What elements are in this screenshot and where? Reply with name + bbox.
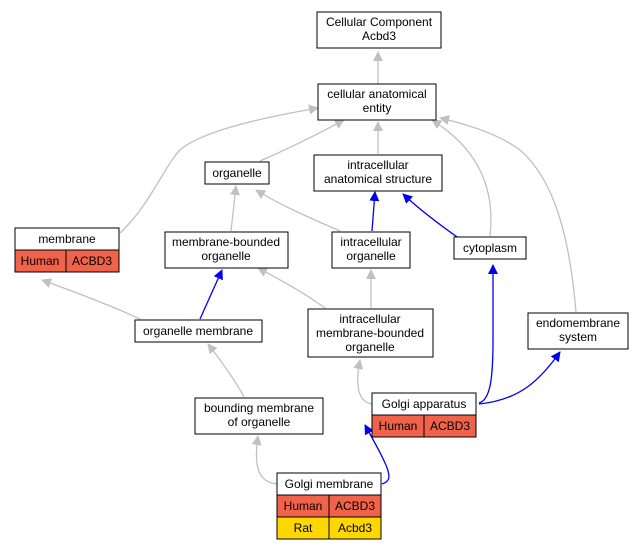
node-label: Golgi apparatus	[382, 397, 467, 411]
node-label: entity	[363, 101, 392, 115]
node-label: organelle	[345, 340, 395, 354]
node-label: membrane	[38, 232, 96, 246]
edge-io-to-organelle	[255, 189, 341, 232]
node-cellular-component-acbd3[interactable]: Cellular Component Acbd3	[316, 11, 442, 49]
node-intracellular-anatomical-structure[interactable]: intracellular anatomical structure	[313, 154, 443, 192]
annotation-gene: ACBD3	[335, 499, 375, 513]
node-label: cellular anatomical	[327, 87, 426, 101]
annotation-species: Human	[379, 419, 418, 433]
edge-mbo-to-organelle	[230, 185, 240, 232]
edge-gm-to-ga[interactable]	[364, 424, 390, 485]
annotation-gene: Acbd3	[338, 521, 372, 535]
node-golgi-apparatus[interactable]: Golgi apparatus Human ACBD3	[371, 392, 477, 438]
edge-es-to-cae	[439, 115, 577, 313]
node-label: cytoplasm	[463, 241, 517, 255]
edge-bmo-to-om	[207, 343, 245, 398]
node-label: Acbd3	[362, 29, 396, 43]
edge-cytoplasm-to-ias[interactable]	[402, 193, 461, 240]
annotation-gene-cell	[423, 414, 477, 438]
annotation-species: Human	[284, 499, 323, 513]
edge-imbo-to-mbo	[257, 267, 326, 309]
node-label: endomembrane	[536, 316, 620, 330]
node-label: intracellular	[340, 235, 401, 249]
node-label: membrane-bounded	[172, 235, 280, 249]
node-label: organelle	[201, 249, 251, 263]
node-cellular-anatomical-entity[interactable]: cellular anatomical entity	[317, 83, 437, 121]
node-cytoplasm[interactable]: cytoplasm	[453, 236, 527, 260]
node-endomembrane-system[interactable]: endomembrane system	[527, 312, 629, 350]
node-membrane[interactable]: membrane Human ACBD3	[14, 227, 120, 273]
node-label: organelle	[346, 249, 396, 263]
node-label: Golgi membrane	[285, 477, 374, 491]
edge-om-to-mbo[interactable]	[199, 269, 223, 320]
node-label: Cellular Component	[326, 15, 433, 29]
node-bounding-membrane-of-organelle[interactable]: bounding membrane of organelle	[194, 397, 324, 435]
annotation-gene-cell	[328, 516, 382, 540]
node-label: intracellular	[339, 312, 400, 326]
node-organelle[interactable]: organelle	[204, 161, 270, 185]
node-label: anatomical structure	[324, 172, 432, 186]
edge-io-to-ias[interactable]	[369, 191, 380, 232]
annotation-gene: ACBD3	[72, 254, 112, 268]
node-organelle-membrane[interactable]: organelle membrane	[134, 319, 263, 343]
annotation-species: Human	[21, 254, 60, 268]
node-golgi-membrane[interactable]: Golgi membrane Human ACBD3 Rat Acbd3	[276, 472, 382, 540]
edge-gm-to-bmo	[251, 435, 279, 485]
node-intracellular-membrane-bounded-organelle[interactable]: intracellular membrane-bounded organelle	[307, 308, 434, 358]
edge-cytoplasm-to-cae	[431, 119, 492, 237]
node-label: bounding membrane	[204, 401, 314, 415]
edge-ga-to-imbo	[353, 359, 373, 405]
edge-membrane-to-cae	[119, 104, 319, 234]
node-label: membrane-bounded	[316, 326, 424, 340]
node-label: of organelle	[228, 415, 291, 429]
edge-organelle-to-cae	[259, 119, 345, 162]
node-label: organelle membrane	[143, 324, 253, 338]
annotation-gene-cell	[65, 249, 120, 273]
node-label: organelle	[212, 166, 262, 180]
node-label: intracellular	[347, 158, 408, 172]
node-intracellular-organelle[interactable]: intracellular organelle	[331, 231, 411, 269]
edge-ga-to-cytoplasm[interactable]	[478, 264, 498, 404]
edge-om-to-membrane	[41, 278, 141, 320]
edge-ga-to-es[interactable]	[478, 351, 561, 405]
node-membrane-bounded-organelle[interactable]: membrane-bounded organelle	[164, 231, 289, 269]
annotation-species: Rat	[294, 521, 313, 535]
annotation-gene: ACBD3	[430, 419, 470, 433]
node-label: system	[559, 330, 597, 344]
